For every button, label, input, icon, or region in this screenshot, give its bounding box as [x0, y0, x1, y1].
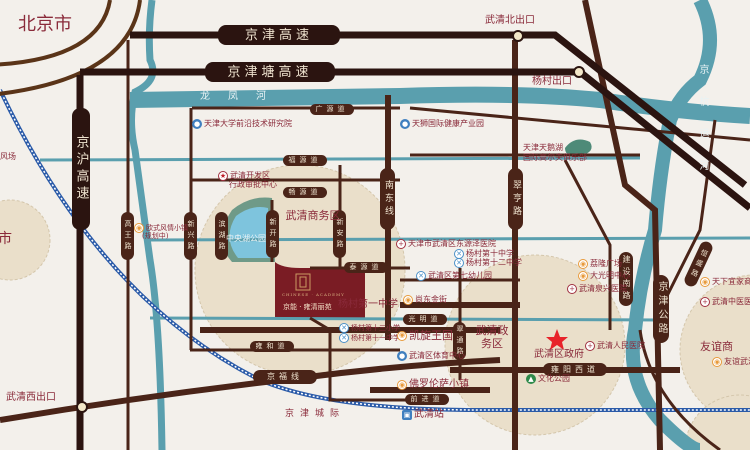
shopping-icon: ◉ — [134, 223, 144, 233]
qianjin-road-label: 前进道 — [405, 394, 449, 405]
wuqing-west-exit-node — [76, 401, 88, 413]
hospital-icon: + — [567, 284, 577, 294]
school-icon: ✕ — [416, 271, 426, 281]
project-block — [275, 262, 365, 318]
guangming-road-label: 光明道 — [403, 314, 447, 325]
shopping-icon: ◉ — [397, 380, 407, 390]
poi-planned: (规划中) — [142, 232, 169, 240]
poi-admin-center: 行政审批中心 — [229, 180, 277, 189]
xinkai-road-label: 新开路 — [266, 210, 279, 258]
jianshe-south-road-label: 建设南路 — [619, 252, 633, 306]
jinghu-expressway-label: 京沪高速 — [72, 108, 90, 230]
jingfu-line-label: 京福线 — [253, 370, 317, 384]
poi-sports-center: ●武清区体育中心 — [397, 351, 465, 361]
school-icon: ✕ — [339, 333, 349, 343]
government-zone-label: 武清政务区 — [475, 324, 509, 350]
nandong-line-label: 南东线 — [380, 168, 395, 230]
shopping-icon: ◉ — [403, 295, 413, 305]
poi-culture-park: ▲文化公园 — [526, 374, 570, 384]
poi-yangcun-11: ✕杨村第十一中学 — [339, 333, 400, 343]
jinghang-canal-label: 京杭运河 — [697, 64, 708, 192]
school-icon: ✕ — [339, 323, 349, 333]
central-lake-park-label: 中央湖公园 — [226, 234, 266, 243]
school-icon: ✕ — [454, 258, 464, 268]
poi-shangdong-street: ◉尚东金街 — [403, 295, 447, 305]
poi-kindergarten-7: ✕武清区第七幼儿园 — [416, 271, 492, 281]
fuyuan-road-label: 福源道 — [283, 155, 327, 166]
friendship-zone-circle — [679, 274, 750, 426]
district-gov-label: 武清区政府 — [534, 349, 584, 360]
business-zone-label: 武清商务区 — [285, 209, 341, 222]
rail-line-label: 京津城际 — [285, 409, 346, 419]
poi-dongyuan-hospital: +天津市武清区东源泽医院 — [396, 239, 496, 249]
poi-yangcun-13: ✕杨村第十三小学 — [339, 323, 400, 333]
shopping-icon: ◉ — [712, 357, 722, 367]
poi-yangcun-1: 杨村第一中学 — [338, 299, 398, 310]
wuqing-station: ▣ 武清站 — [402, 410, 444, 420]
poi-tju-institute: ●天津大学前沿技术研究院 — [192, 119, 292, 129]
taiyuan-road-label: 泰源道 — [344, 262, 388, 273]
poi-swan-lake: 天津天鹅湖 — [523, 143, 563, 152]
xinxing-road-label: 新兴路 — [184, 212, 197, 260]
friendship-zone-label: 友谊商 — [700, 340, 733, 353]
yangcun-exit-label: 杨村出口 — [532, 76, 572, 87]
shopping-icon: ◉ — [578, 271, 588, 281]
train-station-icon: ▣ — [402, 410, 412, 420]
poi-dev-zone: ★武清开发区 — [218, 171, 270, 181]
hospital-icon: + — [396, 239, 406, 249]
poi-ikea: ◉天下宜家商业 — [700, 277, 750, 287]
longfeng-river-label: 龙凤河 — [200, 91, 284, 102]
changyuan-road-label: 畅源道 — [283, 187, 327, 198]
park-icon: ▲ — [526, 374, 536, 384]
poi-yangcun-12: ✕杨村第十二中学 — [454, 258, 522, 268]
wuqing-north-exit-node — [512, 30, 524, 42]
wuqing-station-label: 武清站 — [414, 409, 444, 420]
project-name-label[interactable]: 京能 · 雍清丽苑 — [283, 303, 332, 311]
cuitong-road-label: 翠通路 — [453, 322, 466, 360]
sports-icon: ● — [397, 351, 407, 361]
jingjin-road-label: 京津公路 — [653, 275, 669, 343]
poi-kaixuan-kingdom: ◉凯旋王国 — [397, 329, 453, 342]
left-top-partial: 风场 — [0, 152, 16, 161]
industry-icon: ● — [400, 119, 410, 129]
yonghe-road-label: 雍和道 — [250, 341, 294, 352]
poi-friendship-wuqing: ◉友谊武清 — [712, 357, 750, 367]
central-lake — [229, 207, 272, 258]
poi-tcm-hospital: +武清中医医院 — [700, 297, 750, 307]
jingjin-expressway-label: 京津高速 — [218, 25, 340, 45]
district-gov-star-icon — [546, 329, 568, 350]
hospital-icon: + — [585, 341, 595, 351]
left-city-partial: 市 — [0, 231, 12, 247]
hospital-icon: + — [700, 297, 710, 307]
city-label: 北京市 — [18, 14, 72, 35]
jingjintang-expressway-label: 京津塘高速 — [205, 62, 335, 82]
poi-daguangming: ◉大光明中心 — [578, 271, 630, 281]
poi-florentia: ◉佛罗伦萨小镇 — [397, 379, 469, 390]
poi-lilong-plaza: ◉荔隆广场 — [578, 259, 622, 269]
xinan-road-label: 新安路 — [333, 210, 346, 258]
wuqing-west-exit-label: 武清西出口 — [6, 392, 56, 403]
shopping-icon: ◉ — [700, 277, 710, 287]
shopping-icon: ◉ — [578, 259, 588, 269]
wuqing-north-exit-label: 武清北出口 — [485, 15, 535, 26]
shopping-icon: ◉ — [397, 330, 407, 341]
guangyuan-road-label: 广源道 — [310, 104, 354, 115]
poi-euro-town: ◉欧式风情小镇 — [134, 223, 188, 233]
project-en-label: CHINESE · ACADEMY — [282, 292, 345, 297]
university-icon: ● — [192, 119, 202, 129]
gov-star-icon: ★ — [218, 171, 228, 181]
poi-peoples-hospital: +武清人民医院 — [585, 341, 645, 351]
yongyang-west-road-label: 雍阳西道 — [543, 363, 607, 376]
yangcun-exit-node — [573, 66, 585, 78]
poi-quanxing-hospital: +武清泉兴医院 — [567, 284, 627, 294]
left-zone-circle — [0, 199, 51, 281]
binhu-road-label: 滨湖路 — [215, 212, 228, 260]
cuiheng-road-label: 翠亨路 — [508, 168, 523, 230]
gaowang-road-label: 高王路 — [121, 212, 134, 260]
poi-tiens-park: ●天狮国际健康产业园 — [400, 119, 484, 129]
poi-golf-club: 国际高尔夫俱乐部 — [523, 153, 587, 162]
